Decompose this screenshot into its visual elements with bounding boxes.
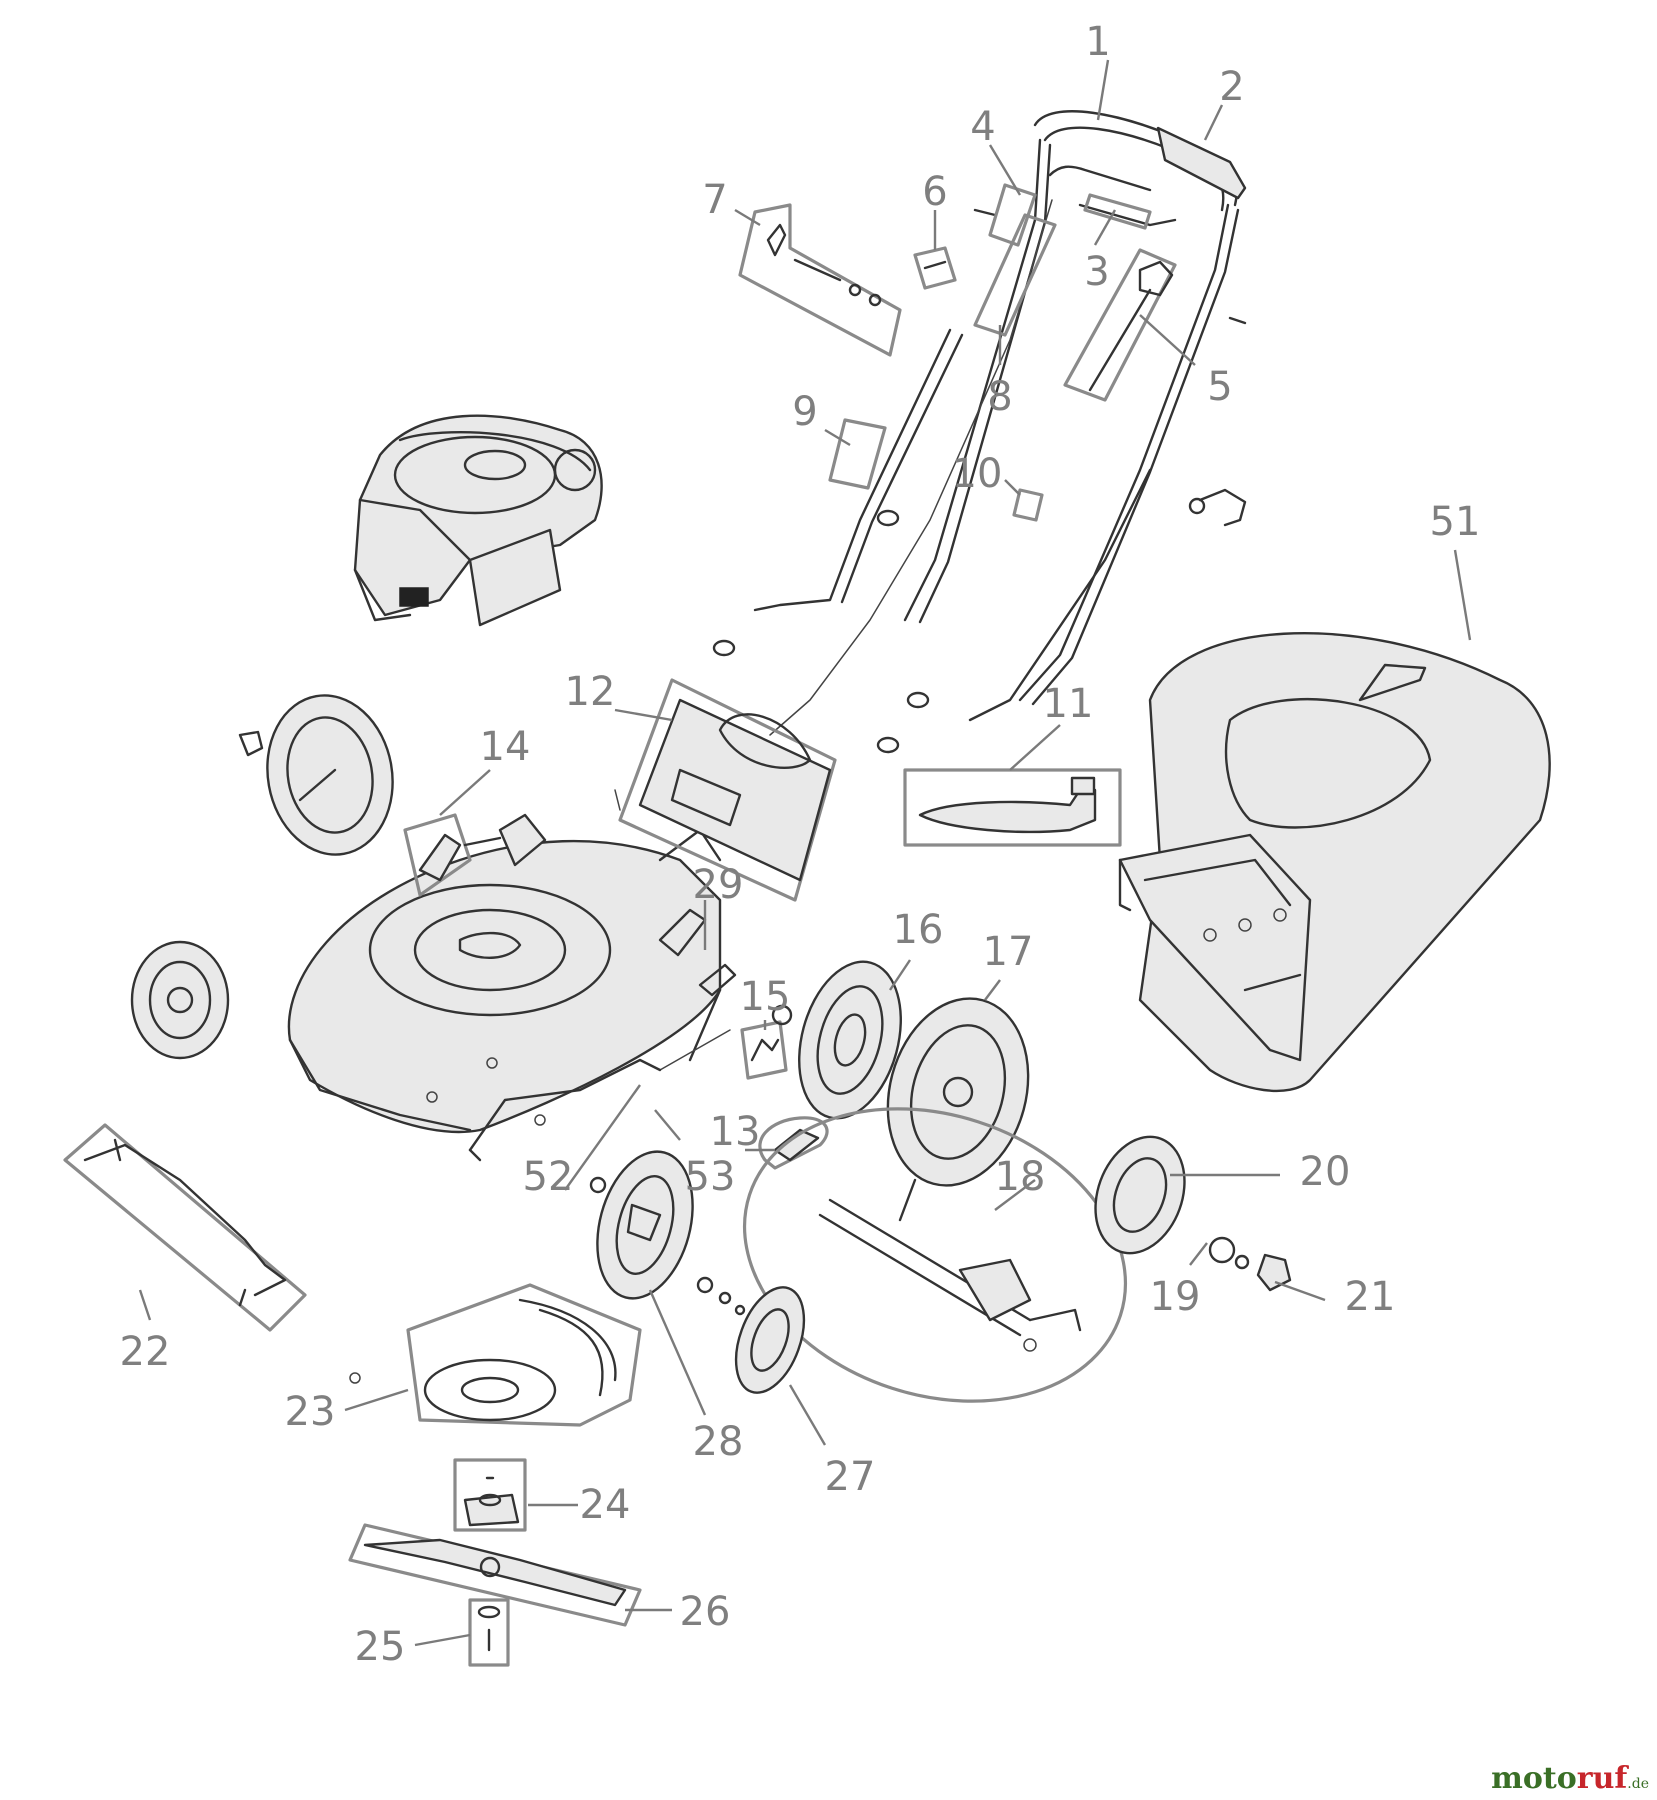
callout-9: 9 bbox=[792, 389, 817, 435]
drive-assembly bbox=[742, 1107, 1128, 1403]
rear-right-wheel bbox=[886, 997, 1030, 1187]
callout-52: 52 bbox=[523, 1154, 574, 1200]
part-10-box bbox=[1012, 488, 1044, 522]
callout-1: 1 bbox=[1085, 19, 1110, 65]
blade-assembly bbox=[348, 1458, 642, 1667]
callout-24: 24 bbox=[580, 1482, 631, 1528]
part-15-box bbox=[740, 1020, 788, 1080]
part-22-box bbox=[63, 1123, 307, 1332]
deck bbox=[287, 828, 722, 1134]
callout-17: 17 bbox=[983, 929, 1034, 975]
mulch-plug bbox=[903, 768, 1122, 847]
rear-wheel-cover bbox=[798, 960, 902, 1120]
callout-10: 10 bbox=[952, 451, 1003, 497]
part-18-outline bbox=[742, 1107, 1128, 1403]
part-11-box bbox=[903, 768, 1122, 847]
right-hub-parts bbox=[1094, 1135, 1292, 1292]
axle bbox=[63, 1123, 307, 1332]
mulching-baffle bbox=[349, 1283, 642, 1427]
part-23-box bbox=[406, 1283, 642, 1427]
leader-lines bbox=[138, 59, 1472, 1647]
callout-14: 14 bbox=[480, 724, 531, 770]
part-4-box bbox=[988, 183, 1037, 247]
callout-27: 27 bbox=[825, 1454, 876, 1500]
watermark-part1: moto bbox=[1491, 1761, 1577, 1796]
watermark-part2: ruf bbox=[1576, 1761, 1628, 1796]
callout-26: 26 bbox=[680, 1589, 731, 1635]
callout-4: 4 bbox=[970, 104, 995, 150]
callout-12: 12 bbox=[565, 669, 616, 715]
callout-8: 8 bbox=[987, 374, 1012, 420]
part-12-box bbox=[618, 678, 837, 902]
callout-28: 28 bbox=[693, 1419, 744, 1465]
part-3-box bbox=[1083, 193, 1152, 230]
callout-2: 2 bbox=[1219, 64, 1244, 110]
height-adjuster bbox=[403, 813, 547, 897]
part-24-box bbox=[453, 1458, 527, 1532]
callout-11: 11 bbox=[1043, 681, 1094, 727]
part-25-box bbox=[468, 1598, 510, 1667]
handle-part-boxes bbox=[738, 183, 1177, 522]
callout-25: 25 bbox=[355, 1624, 406, 1670]
callout-5: 5 bbox=[1207, 364, 1232, 410]
rear-flap bbox=[614, 678, 837, 902]
front-right-wheel bbox=[589, 1150, 694, 1300]
part-6-box bbox=[913, 246, 957, 290]
callout-29: 29 bbox=[693, 862, 744, 908]
callout-23: 23 bbox=[285, 1389, 336, 1435]
callout-19: 19 bbox=[1150, 1274, 1201, 1320]
part-13-box bbox=[758, 1116, 829, 1170]
rear-left-wheel bbox=[130, 940, 230, 1060]
front-left-wheel bbox=[238, 694, 394, 856]
callout-7: 7 bbox=[702, 177, 727, 223]
front-hub-parts bbox=[696, 1276, 806, 1394]
handle-assembly bbox=[712, 110, 1247, 754]
part-7-box bbox=[738, 203, 902, 357]
callout-53: 53 bbox=[685, 1154, 736, 1200]
callout-20: 20 bbox=[1300, 1149, 1351, 1195]
watermark-logo: motoruf.de bbox=[1491, 1761, 1649, 1796]
part-9-box bbox=[828, 418, 887, 490]
callout-18: 18 bbox=[995, 1154, 1046, 1200]
rear-parts bbox=[468, 908, 793, 1162]
callout-labels: 1 2 3 4 5 6 7 8 9 10 11 12 13 14 15 16 1… bbox=[120, 19, 1481, 1670]
callout-22: 22 bbox=[120, 1329, 171, 1375]
watermark-suffix: .de bbox=[1627, 1776, 1649, 1792]
callout-6: 6 bbox=[922, 169, 947, 215]
part-14-box bbox=[403, 813, 472, 897]
callout-3: 3 bbox=[1084, 249, 1109, 295]
part-5-box bbox=[1063, 248, 1177, 402]
grass-catcher bbox=[1118, 632, 1551, 1093]
callout-51: 51 bbox=[1430, 499, 1481, 545]
engine bbox=[353, 414, 603, 627]
part-8-box bbox=[973, 213, 1057, 337]
callout-15: 15 bbox=[740, 974, 791, 1020]
callout-13: 13 bbox=[710, 1109, 761, 1155]
callout-16: 16 bbox=[893, 907, 944, 953]
callout-21: 21 bbox=[1345, 1274, 1396, 1320]
